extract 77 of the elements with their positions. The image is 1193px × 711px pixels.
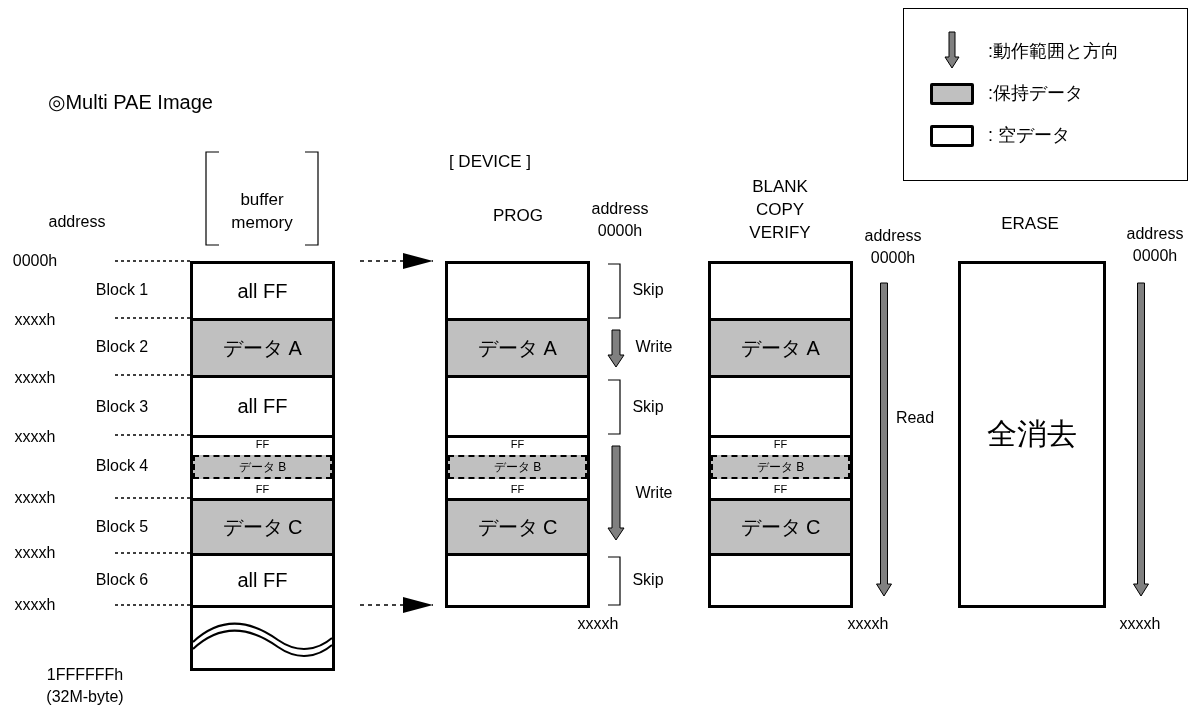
- block-text: FF: [255, 483, 270, 496]
- block-text: データ C: [740, 514, 821, 540]
- label-text: [ DEVICE ]: [448, 150, 532, 173]
- empty-block: [708, 375, 853, 438]
- empty-block: [708, 553, 853, 608]
- empty-block: [190, 605, 335, 671]
- label-text: Block 6: [95, 570, 149, 591]
- arrow: [359, 597, 434, 613]
- memory-block: [708, 435, 853, 501]
- block-text: 全消去: [987, 416, 1077, 452]
- label-text: Write: [635, 483, 673, 504]
- block-text: データ A: [478, 335, 557, 361]
- block-text: FF: [510, 438, 525, 451]
- block-text: all FF: [237, 279, 288, 303]
- legend-text: : 空データ: [988, 124, 1070, 147]
- memory-block: [708, 318, 853, 378]
- block-text: FF: [773, 438, 788, 451]
- label-text: 1FFFFFFh (32M-byte): [45, 665, 125, 707]
- block-text: all FF: [237, 569, 288, 592]
- legend-text: :動作範囲と方向: [988, 40, 1119, 63]
- memory-block: [445, 498, 590, 556]
- label-text: address 0000h: [590, 199, 650, 241]
- memory-block: [445, 318, 590, 378]
- empty-block: [445, 553, 590, 608]
- memory-block: [190, 553, 335, 608]
- label-text: Block 3: [95, 397, 149, 418]
- block-text: FF: [773, 483, 788, 496]
- block-text: データ A: [741, 335, 820, 361]
- block-text: データ C: [222, 514, 303, 540]
- label-text: Skip: [632, 280, 664, 301]
- label-text: PROG: [492, 204, 544, 227]
- label-text: Block 5: [95, 517, 149, 538]
- memory-block: [190, 261, 335, 321]
- data-band: データ B: [193, 455, 332, 479]
- title: ◎Multi PAE Image: [48, 90, 213, 114]
- label-text: Block 4: [95, 456, 149, 477]
- block-text: all FF: [237, 395, 288, 418]
- block-text: FF: [255, 438, 270, 451]
- memory-block: [445, 435, 590, 501]
- label-text: xxxxh: [14, 595, 56, 616]
- memory-block: [958, 261, 1106, 608]
- legend-text: :保持データ: [988, 82, 1083, 105]
- block-text: FF: [510, 483, 525, 496]
- empty-block: [445, 261, 590, 321]
- label-text: ERASE: [1001, 212, 1059, 235]
- data-band: データ B: [711, 455, 850, 479]
- memory-block: [190, 318, 335, 378]
- arrow: [359, 253, 434, 269]
- label-text: BLANK COPY VERIFY: [748, 175, 812, 244]
- label-text: buffer memory: [230, 189, 294, 234]
- label-text: Write: [635, 337, 673, 358]
- label-text: Skip: [632, 397, 664, 418]
- label-text: Read: [895, 408, 935, 429]
- block-text: データ C: [477, 514, 558, 540]
- block-text: データ A: [223, 335, 302, 361]
- label-text: Skip: [632, 570, 664, 591]
- label-text: xxxxh: [14, 310, 56, 331]
- empty-block: [708, 261, 853, 321]
- memory-block: [190, 498, 335, 556]
- label-text: address 0000h: [863, 226, 923, 268]
- label-text: address: [48, 212, 106, 233]
- data-band: データ B: [448, 455, 587, 479]
- memory-block: [708, 498, 853, 556]
- label-text: xxxxh: [14, 488, 56, 509]
- label-text: 0000h: [12, 251, 58, 272]
- label-text: xxxxh: [14, 543, 56, 564]
- label-text: Block 1: [95, 280, 149, 301]
- label-text: address 0000h: [1125, 224, 1185, 266]
- label-text: xxxxh: [577, 614, 619, 635]
- empty-block: [445, 375, 590, 438]
- memory-block: [190, 375, 335, 438]
- label-text: xxxxh: [14, 368, 56, 389]
- label-text: xxxxh: [14, 427, 56, 448]
- label-text: Block 2: [95, 337, 149, 358]
- label-text: xxxxh: [1119, 614, 1161, 635]
- label-text: xxxxh: [847, 614, 889, 635]
- memory-block: [190, 435, 335, 501]
